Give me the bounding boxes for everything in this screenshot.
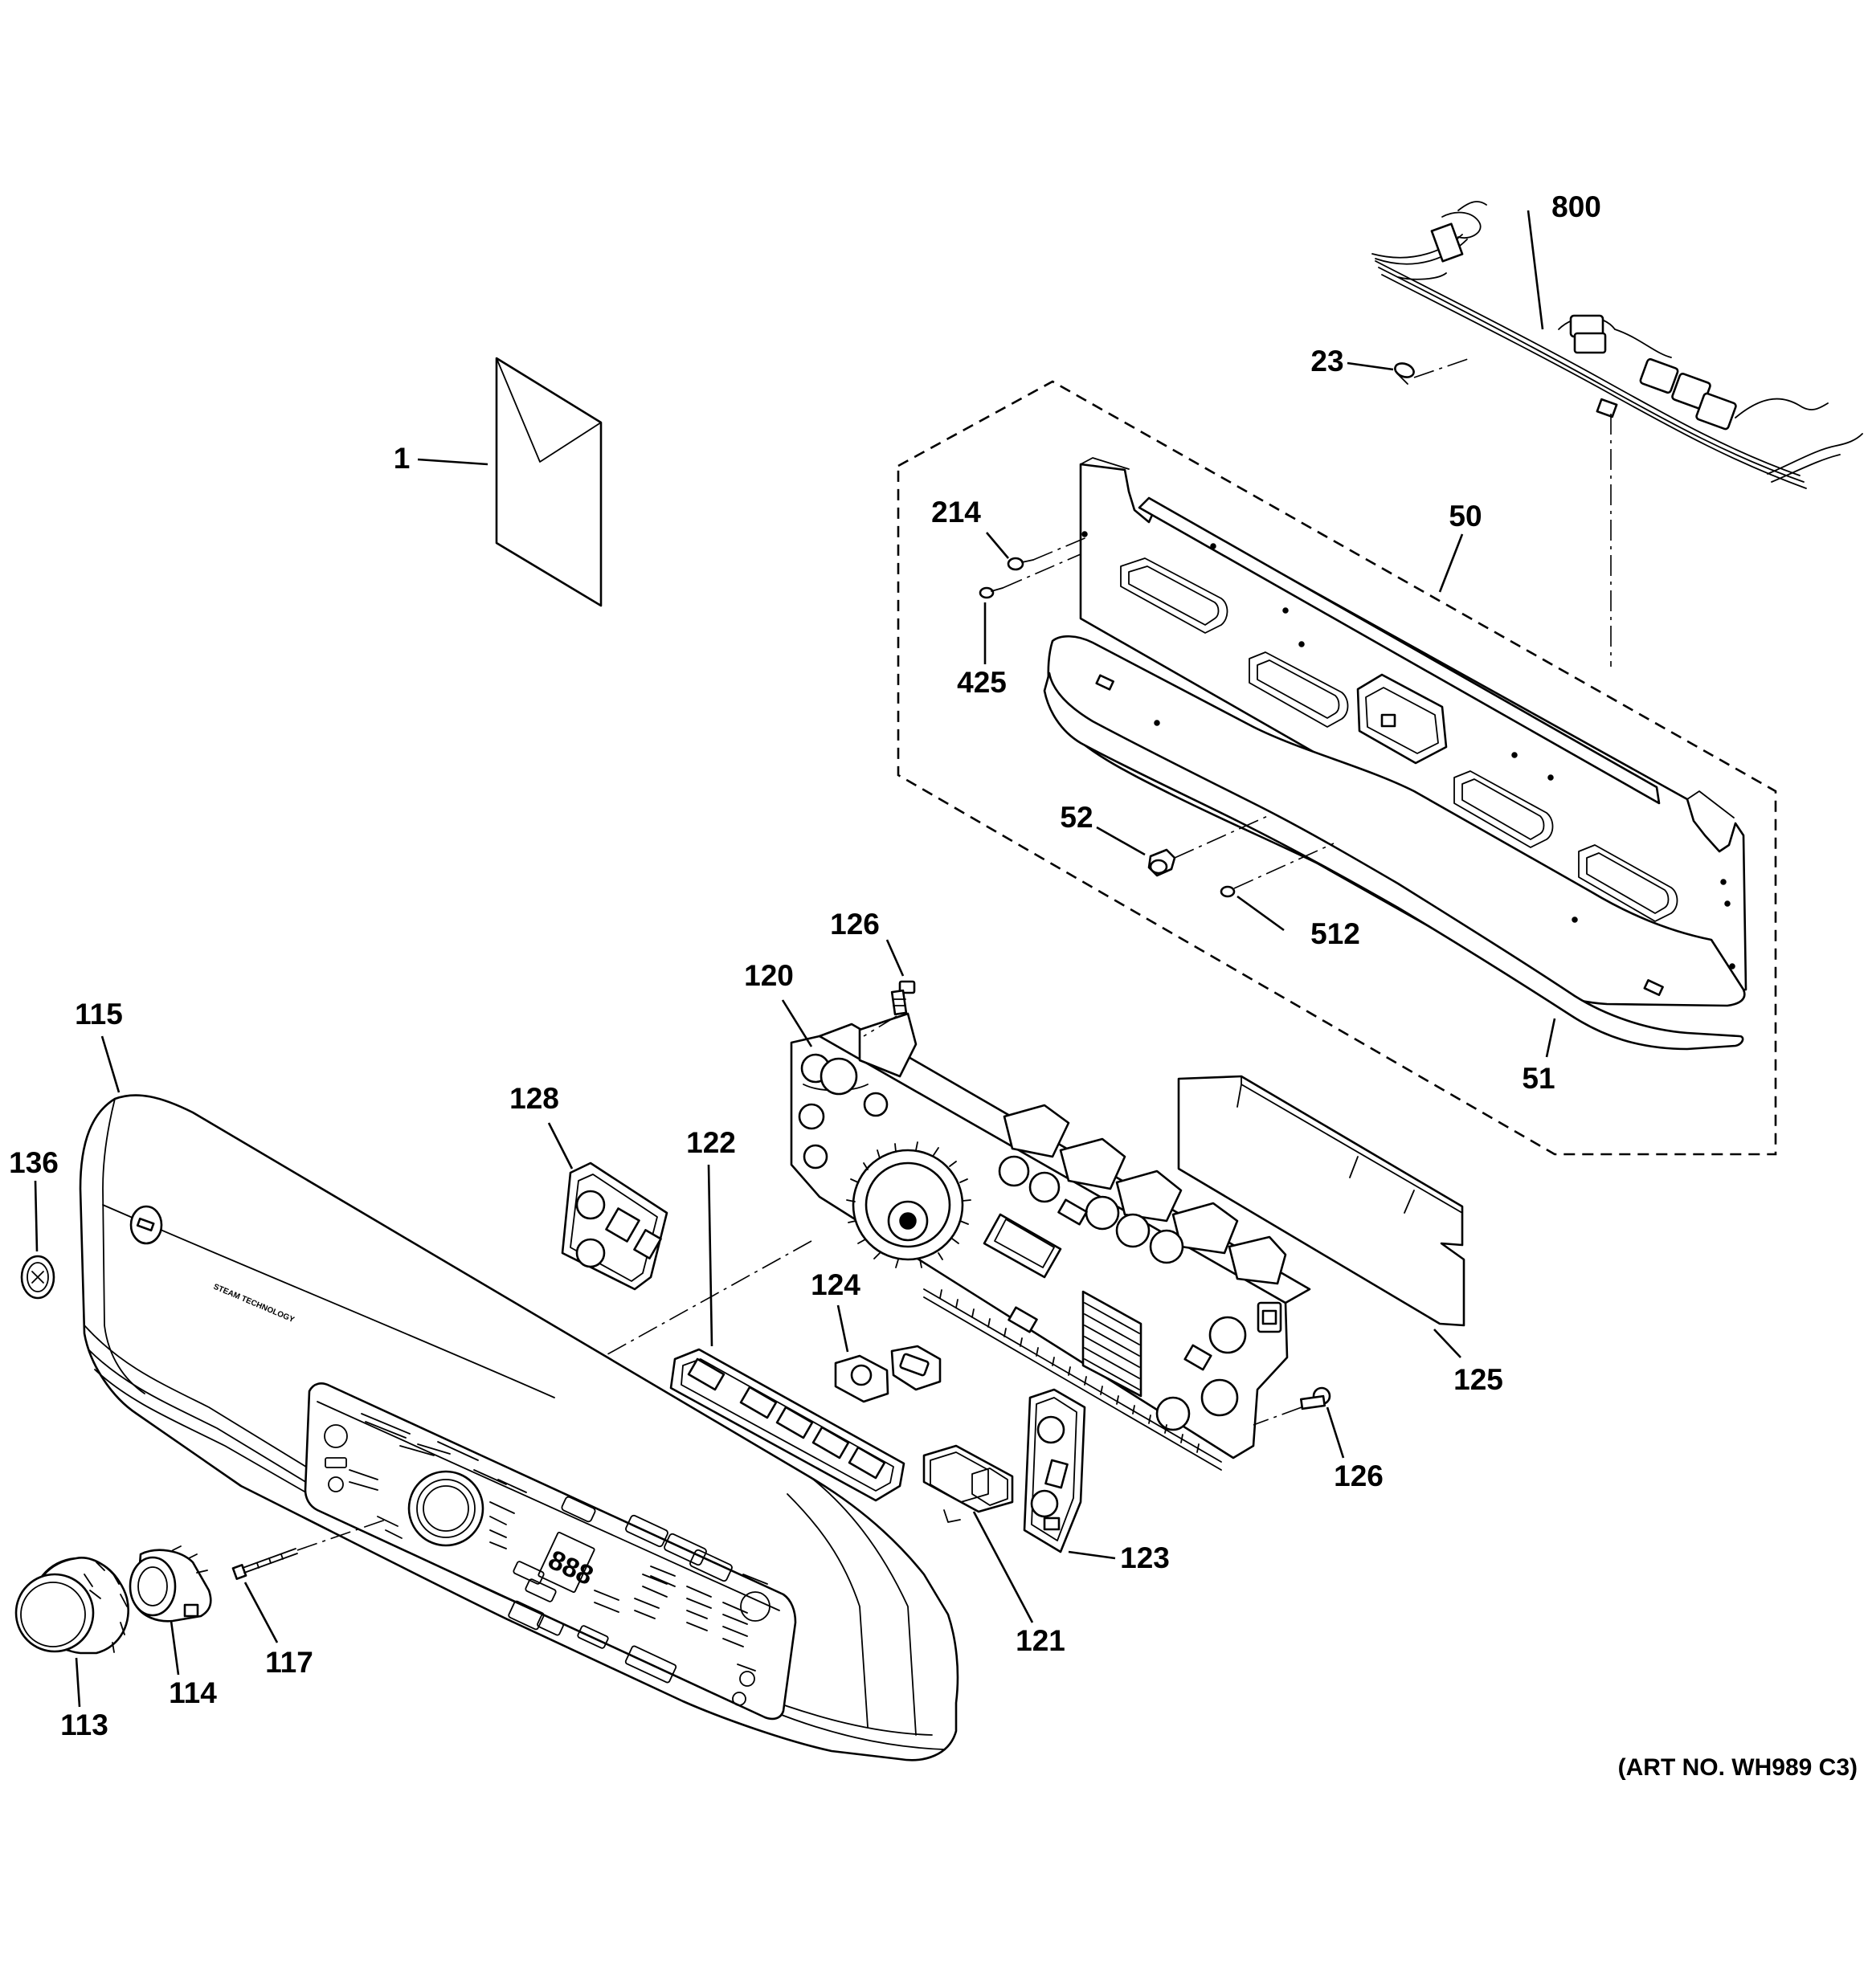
part-800-wire-harness bbox=[1371, 201, 1863, 489]
callout-117: 117 bbox=[265, 1646, 313, 1679]
part-124-switch bbox=[834, 1345, 942, 1403]
callout-425: 425 bbox=[957, 666, 1007, 699]
part-114-knob-adapter bbox=[129, 1545, 212, 1623]
callout-800: 800 bbox=[1551, 190, 1601, 223]
callout-114: 114 bbox=[169, 1676, 217, 1709]
callout-512: 512 bbox=[1310, 917, 1360, 950]
callout-1: 1 bbox=[394, 442, 411, 475]
art-number: (ART NO. WH989 C3) bbox=[1618, 1754, 1858, 1781]
part-120-control-board bbox=[790, 1012, 1311, 1471]
callout-23: 23 bbox=[1310, 345, 1343, 378]
part-115-control-panel: STEAM TECHNOLOGY 888 bbox=[79, 1094, 959, 1761]
callout-123: 123 bbox=[1120, 1541, 1170, 1574]
callout-125: 125 bbox=[1453, 1363, 1503, 1396]
part-512-screw bbox=[1220, 885, 1236, 898]
part-1-literature-envelope bbox=[495, 357, 603, 607]
part-128-switch-module bbox=[561, 1161, 668, 1291]
part-122-button-bar bbox=[669, 1348, 905, 1502]
callout-136: 136 bbox=[9, 1146, 59, 1179]
part-125-cover-sheet bbox=[1177, 1075, 1465, 1327]
part-113-knob bbox=[14, 1557, 129, 1655]
callout-113: 113 bbox=[60, 1708, 108, 1741]
part-425-screw bbox=[979, 586, 1003, 599]
callout-121: 121 bbox=[1016, 1624, 1065, 1657]
part-214-screw bbox=[1007, 557, 1034, 571]
part-126a-screw bbox=[890, 980, 916, 1016]
callout-214: 214 bbox=[931, 496, 981, 529]
part-23-harness-clip bbox=[1394, 362, 1415, 385]
callout-120: 120 bbox=[744, 959, 794, 992]
part-126b-screw bbox=[1300, 1386, 1331, 1410]
part-121-temp-level-buttons bbox=[922, 1444, 1014, 1523]
callout-115: 115 bbox=[75, 998, 123, 1031]
assembly-boundary bbox=[897, 380, 1777, 1156]
part-117-screw bbox=[231, 1548, 298, 1580]
callout-128: 128 bbox=[509, 1082, 559, 1115]
part-52-bumper bbox=[1147, 848, 1176, 877]
callout-126a: 126 bbox=[830, 908, 880, 941]
callout-126b: 126 bbox=[1334, 1459, 1384, 1492]
part-123-switch-plate bbox=[1023, 1388, 1086, 1553]
callout-51: 51 bbox=[1522, 1062, 1555, 1095]
callout-52: 52 bbox=[1060, 801, 1093, 834]
part-50-control-mount bbox=[1047, 457, 1747, 1007]
part-51-trim-strip bbox=[1043, 672, 1744, 1051]
callout-122: 122 bbox=[686, 1126, 736, 1159]
part-136-badge bbox=[20, 1255, 55, 1300]
callout-124: 124 bbox=[811, 1268, 860, 1301]
callout-50: 50 bbox=[1449, 500, 1482, 533]
